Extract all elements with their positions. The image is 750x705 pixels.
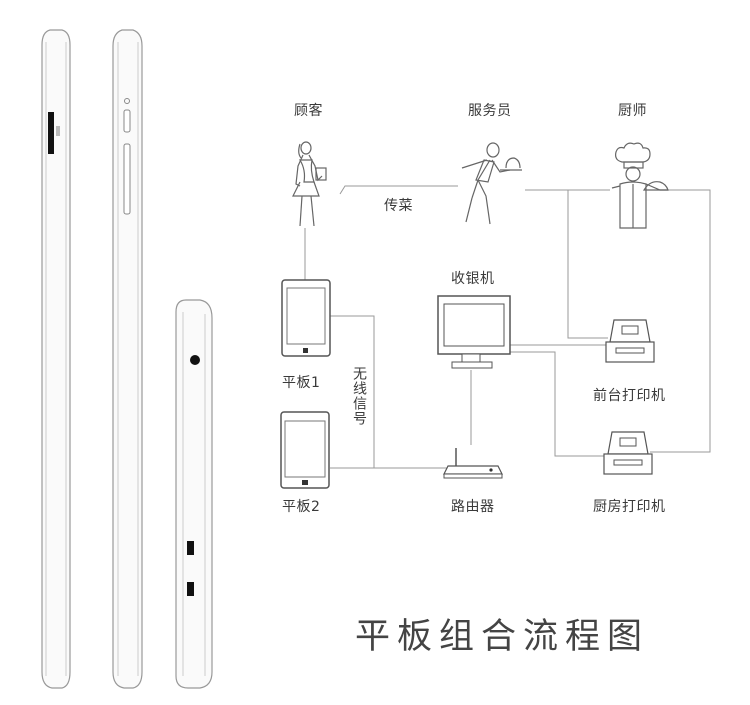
waiter-icon bbox=[461, 142, 522, 225]
sd-slot-icon bbox=[48, 112, 54, 154]
tablet2-label: 平板2 bbox=[282, 499, 321, 515]
volume-button-icon bbox=[123, 143, 131, 215]
hdmi-port-icon bbox=[187, 582, 194, 596]
diagram-title: 平板组合流程图 bbox=[355, 617, 650, 657]
edge-cashier-kitchen-printer bbox=[510, 351, 608, 457]
tablet-side-profile-2 bbox=[112, 29, 143, 689]
chef-label: 厨师 bbox=[618, 103, 647, 119]
router-icon bbox=[443, 448, 503, 479]
kitchen-printer-label: 厨房打印机 bbox=[593, 499, 666, 515]
customer-label: 顾客 bbox=[294, 103, 323, 119]
edge-label-wireless: 无线信号 bbox=[351, 366, 367, 426]
front-printer-icon bbox=[605, 319, 655, 363]
headphone-jack-icon bbox=[190, 355, 200, 365]
router-label: 路由器 bbox=[451, 499, 495, 515]
tablet-top-profile bbox=[175, 299, 213, 689]
front-printer-label: 前台打印机 bbox=[593, 388, 666, 404]
tablet1-icon bbox=[281, 279, 331, 357]
waiter-label: 服务员 bbox=[468, 103, 512, 119]
cashier-label: 收银机 bbox=[451, 271, 495, 287]
tablet2-icon bbox=[280, 411, 330, 489]
usb-port-icon bbox=[187, 541, 194, 555]
edge-customer-waiter bbox=[339, 185, 458, 195]
tablet1-label: 平板1 bbox=[282, 375, 321, 391]
tablet-side-profile-1 bbox=[41, 29, 71, 689]
edge-tablet1-wireless bbox=[330, 315, 375, 468]
edge-chef-kitchen-printer bbox=[650, 189, 711, 453]
edge-chef-front-printer bbox=[567, 190, 608, 339]
cashier-monitor-icon bbox=[437, 295, 511, 369]
kitchen-printer-icon bbox=[603, 431, 653, 475]
chef-icon bbox=[611, 142, 669, 229]
customer-icon bbox=[292, 141, 327, 227]
edge-label-serve: 传菜 bbox=[384, 198, 413, 214]
power-button-icon bbox=[123, 109, 131, 133]
